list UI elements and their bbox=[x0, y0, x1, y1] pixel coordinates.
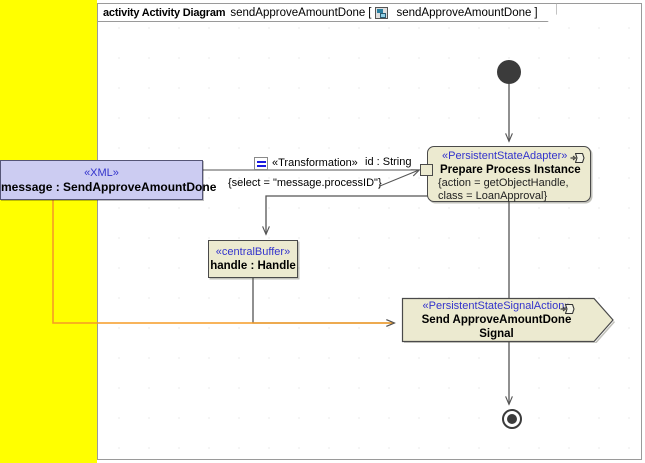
frame-bracket-close: ] bbox=[534, 6, 538, 19]
send-signal-action-icon bbox=[560, 302, 575, 316]
transformation-stereotype-label: «Transformation» bbox=[272, 157, 358, 169]
action-prepare-process-instance[interactable]: «PersistentStateAdapter» Prepare Process… bbox=[427, 146, 591, 202]
signal-classifier-icon bbox=[375, 7, 388, 19]
activity-frame bbox=[97, 3, 642, 460]
object-node-stereotype: «XML» bbox=[84, 166, 119, 179]
adapter-label: Prepare Process Instance bbox=[440, 164, 581, 176]
grid-dots bbox=[98, 4, 641, 459]
activity-final-node[interactable] bbox=[502, 409, 522, 429]
initial-node[interactable] bbox=[497, 60, 521, 84]
selector-constraint-label: {select = "message.processID"} bbox=[228, 177, 382, 189]
action-send-approve-amount-done-signal[interactable]: «PersistentStateSignalAction» Send Appro… bbox=[400, 297, 615, 343]
frame-keyword: activity Activity Diagram bbox=[103, 6, 226, 19]
adapter-constraint-line2: class = LoanApproval} bbox=[438, 190, 548, 202]
frame-bracket-open: [ bbox=[368, 6, 372, 19]
adapter-constraint-line1: {action = getObjectHandle, bbox=[438, 177, 569, 189]
pin-type-label: id : String bbox=[365, 156, 412, 168]
object-node-message[interactable]: «XML» message : SendApproveAmountDone bbox=[0, 160, 217, 200]
buffer-label: handle : Handle bbox=[210, 259, 296, 272]
frame-inner-name: sendApproveAmountDone bbox=[396, 6, 532, 19]
frame-name: sendApproveAmountDone bbox=[230, 6, 366, 19]
input-pin[interactable] bbox=[420, 164, 433, 176]
selection-highlight-strip bbox=[0, 0, 97, 463]
signal-label-line2: Signal bbox=[479, 327, 514, 340]
transformation-icon bbox=[254, 157, 268, 170]
object-node-label: message : SendApproveAmountDone bbox=[1, 179, 217, 194]
object-node-central-buffer[interactable]: «centralBuffer» handle : Handle bbox=[208, 240, 298, 278]
send-signal-action-icon bbox=[570, 151, 585, 165]
adapter-stereotype: «PersistentStateAdapter» bbox=[442, 150, 568, 162]
frame-header-tab: activity Activity Diagram sendApproveAmo… bbox=[97, 3, 557, 22]
buffer-stereotype: «centralBuffer» bbox=[215, 245, 291, 258]
